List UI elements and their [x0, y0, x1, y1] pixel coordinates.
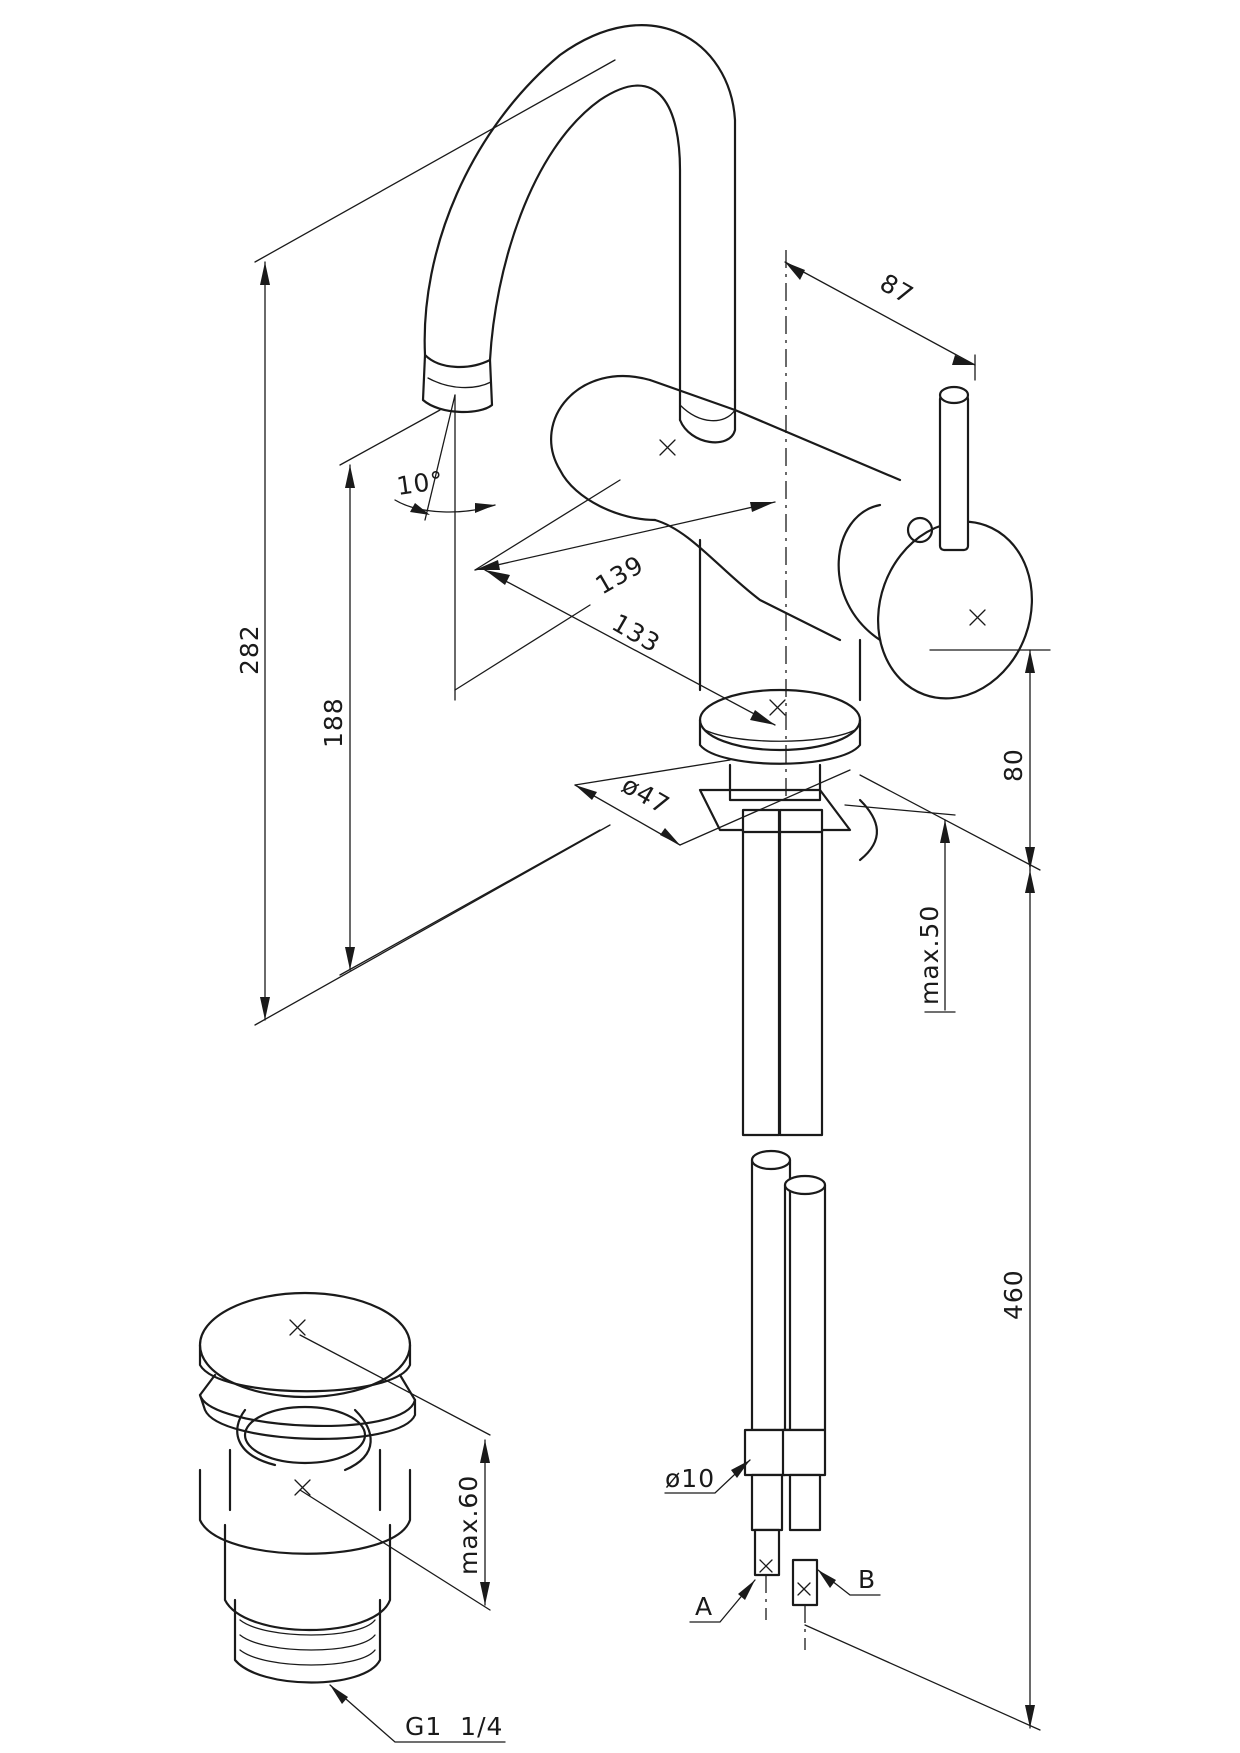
callout-inlet-b: B [858, 1565, 876, 1594]
callout-inlet-a: A [695, 1592, 713, 1621]
dim-handle-87: 87 [875, 268, 919, 310]
dim-reach-139: 139 [591, 550, 649, 600]
dimension-lines [254, 59, 1051, 1731]
waste-valve [198, 1291, 506, 1743]
dim-base-diameter: ø47 [617, 770, 675, 820]
spout [421, 24, 737, 444]
dim-height-spout: 188 [319, 697, 348, 748]
faucet [421, 24, 1034, 1650]
dim-height-total: 282 [235, 624, 264, 675]
lever [906, 385, 970, 552]
dim-hose-length: 460 [999, 1269, 1028, 1320]
dim-deck-thickness: max.50 [915, 905, 944, 1005]
hoses [741, 808, 827, 1650]
dim-waste-thread: G1 1/4 [405, 1712, 503, 1741]
dim-body-height-80: 80 [999, 748, 1028, 782]
dim-waste-max: max.60 [454, 1475, 483, 1575]
base [698, 538, 878, 862]
dim-hose-diameter: ø10 [665, 1464, 715, 1493]
dim-spout-angle: 10° [395, 466, 446, 501]
handle-cap [837, 503, 1034, 700]
body [550, 374, 902, 642]
